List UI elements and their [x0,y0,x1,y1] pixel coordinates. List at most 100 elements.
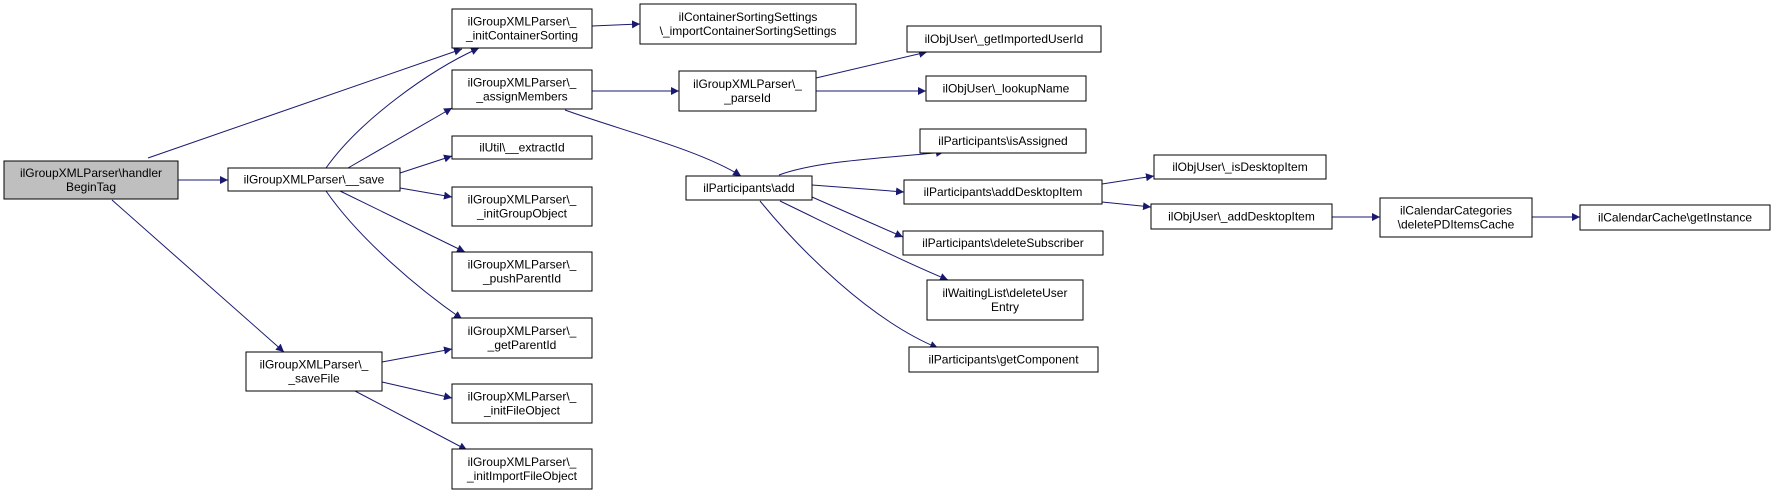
node-label: ilCalendarCategories [1400,204,1512,218]
node-box [1153,154,1327,180]
node-box [906,25,1102,53]
node-label: _initImportFileObject [466,469,578,483]
edge-saveFile-to-getParentId [381,346,453,363]
node-label: ilGroupXMLParser\_ [468,76,577,90]
node-label: ilParticipants\isAssigned [938,134,1067,148]
node-label: _initFileObject [483,404,561,418]
edge-root-to-saveFile [111,199,285,353]
node-deleteSubscriber[interactable]: ilParticipants\deleteSubscriber [902,230,1104,256]
edge-initContainerSorting-to-importContainerSortingSettings [591,20,641,29]
node-box [1379,197,1533,238]
edge-save-to-initContainerSorting [325,47,480,169]
node-label: ilObjUser\_getImportedUserId [925,32,1084,46]
edge-participantsAdd-to-addDesktopItemP [811,184,905,196]
node-box [1579,204,1771,231]
node-box [451,8,593,49]
node-box [919,128,1087,154]
node-getParentId[interactable]: ilGroupXMLParser\__getParentId [451,317,593,359]
node-deletePDItemsCache[interactable]: ilCalendarCategories\deletePDItemsCache [1379,197,1533,238]
node-box [902,230,1104,256]
node-label: Entry [991,300,1019,314]
node-label: ilParticipants\addDesktopItem [924,185,1083,199]
node-box [451,251,593,292]
node-initContainerSorting[interactable]: ilGroupXMLParser\__initContainerSorting [451,8,593,49]
node-layer: ilGroupXMLParser\handlerBeginTagilGroupX… [3,3,1771,490]
edge-participantsAdd-to-deleteUserEntry [779,200,949,281]
edge-saveFile-to-initFileObject [381,381,453,401]
node-label: _initGroupObject [476,207,568,221]
node-label: ilContainerSortingSettings [679,10,818,24]
node-label: ilParticipants\deleteSubscriber [922,236,1083,250]
node-box [678,70,817,112]
node-box [227,167,401,192]
edge-save-to-initGroupObject [399,187,453,200]
edge-assignMembers-to-participantsAdd [564,109,742,177]
node-parseId[interactable]: ilGroupXMLParser\__parseId [678,70,817,112]
edge-save-to-getParentId [325,190,463,320]
node-label: ilGroupXMLParser\_ [468,193,577,207]
node-extractId[interactable]: ilUtil\__extractId [451,135,593,160]
node-lookupName[interactable]: ilObjUser\_lookupName [925,75,1087,102]
node-addDesktopItemU[interactable]: ilObjUser\_addDesktopItem [1150,203,1333,230]
node-box [451,135,593,160]
node-label: ilGroupXMLParser\_ [468,15,577,29]
node-label: ilParticipants\add [703,181,794,195]
edge-save-to-extractId [399,154,453,174]
edge-root-to-initContainerSorting [147,47,463,159]
node-label: ilGroupXMLParser\_ [468,390,577,404]
node-label: ilGroupXMLParser\_ [468,455,577,469]
node-label: ilGroupXMLParser\handler [20,166,162,180]
edge-addDesktopItemP-to-addDesktopItemU [1101,201,1152,211]
node-getImportedUserId[interactable]: ilObjUser\_getImportedUserId [906,25,1102,53]
node-box [685,175,813,201]
edge-save-to-pushParentId [339,190,466,253]
node-box [908,346,1099,373]
edge-parseId-to-getImportedUserId [815,49,928,79]
node-label: \_importContainerSortingSettings [660,24,837,38]
node-label: ilGroupXMLParser\_ [693,77,802,91]
node-label: ilObjUser\_isDesktopItem [1172,160,1307,174]
node-box [451,448,593,490]
node-isDesktopItem[interactable]: ilObjUser\_isDesktopItem [1153,154,1327,180]
node-box [1150,203,1333,230]
node-box [3,160,179,200]
node-save[interactable]: ilGroupXMLParser\__save [227,167,401,192]
node-isAssigned[interactable]: ilParticipants\isAssigned [919,128,1087,154]
node-label: ilGroupXMLParser\_ [468,324,577,338]
node-label: ilObjUser\_addDesktopItem [1168,210,1315,224]
node-label: _parseId [723,91,771,105]
node-label: _saveFile [287,372,340,386]
node-getComponent[interactable]: ilParticipants\getComponent [908,346,1099,373]
node-importContainerSortingSettings[interactable]: ilContainerSortingSettings\_importContai… [639,3,857,45]
edge-saveFile-to-initImportFileObject [354,390,468,451]
node-label: _assignMembers [475,90,567,104]
node-initFileObject[interactable]: ilGroupXMLParser\__initFileObject [451,383,593,424]
node-box [451,69,593,110]
node-label: ilGroupXMLParser\_ [260,358,369,372]
node-saveFile[interactable]: ilGroupXMLParser\__saveFile [245,351,383,392]
node-label: ilCalendarCache\getInstance [1598,211,1752,225]
node-label: ilGroupXMLParser\__save [244,173,385,187]
edge-participantsAdd-to-getComponent [759,200,939,349]
node-initGroupObject[interactable]: ilGroupXMLParser\__initGroupObject [451,186,593,227]
edge-layer [111,20,1580,451]
edge-participantsAdd-to-isAssigned [778,148,945,176]
node-box [451,317,593,359]
node-participantsAdd[interactable]: ilParticipants\add [685,175,813,201]
edge-addDesktopItemP-to-isDesktopItem [1101,173,1155,185]
node-label: BeginTag [66,180,116,194]
node-initImportFileObject[interactable]: ilGroupXMLParser\__initImportFileObject [451,448,593,490]
node-box [903,179,1103,205]
node-getInstance[interactable]: ilCalendarCache\getInstance [1579,204,1771,231]
node-label: ilGroupXMLParser\_ [468,258,577,272]
node-addDesktopItemP[interactable]: ilParticipants\addDesktopItem [903,179,1103,205]
node-box [639,3,857,45]
node-assignMembers[interactable]: ilGroupXMLParser\__assignMembers [451,69,593,110]
node-box [926,279,1084,321]
node-pushParentId[interactable]: ilGroupXMLParser\__pushParentId [451,251,593,292]
edge-save-to-assignMembers [347,107,453,169]
node-label: _pushParentId [482,272,561,286]
